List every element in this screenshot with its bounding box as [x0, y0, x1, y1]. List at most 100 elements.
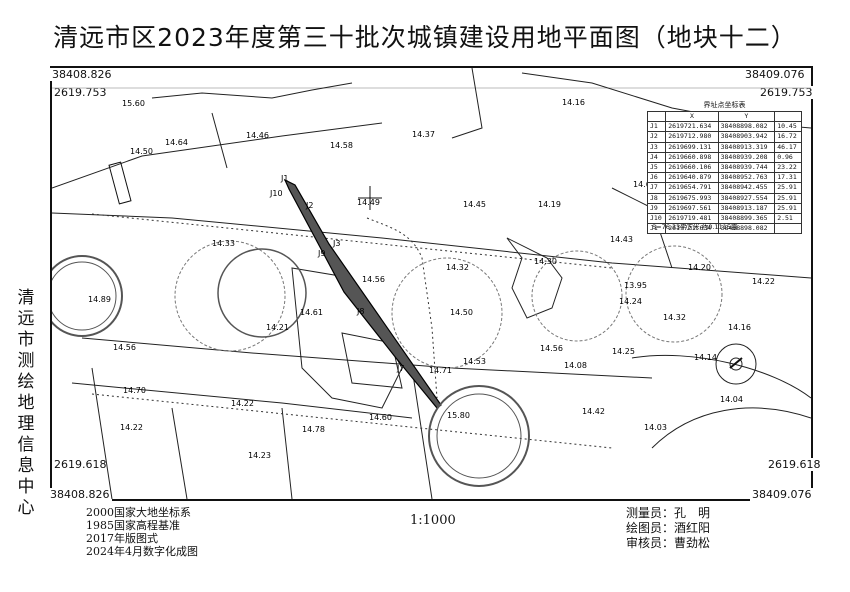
area-summary: S=76.33平方米 约0.1115亩	[652, 223, 738, 231]
table-cell: 38408942.455	[717, 182, 776, 194]
elevation-label: 14.30	[534, 257, 557, 266]
table-cell: 10.45	[774, 121, 802, 133]
table-cell: 16.72	[774, 131, 802, 143]
roundabout	[715, 343, 757, 385]
corner-tr-y: 2619.753	[758, 86, 815, 99]
table-cell: 2619654.791	[665, 182, 719, 194]
elevation-label: 14.19	[538, 200, 561, 209]
table-cell: 46.17	[774, 141, 802, 153]
table-cell: J2	[646, 131, 667, 143]
table-cell: J7	[646, 182, 667, 194]
staff-role: 绘图员：	[626, 521, 675, 535]
elevation-label: 14.45	[463, 200, 486, 209]
table-cell: 38408913.319	[717, 141, 776, 153]
point-label: J1	[280, 174, 288, 183]
elevation-label: 14.56	[362, 275, 385, 284]
point-labels: J1 J10 J2 J3 J9 J8 J7	[269, 174, 404, 373]
table-cell: 2619675.993	[665, 192, 719, 204]
table-cell: 38408927.554	[717, 192, 776, 204]
point-label: J2	[305, 201, 313, 210]
elevation-label: 14.16	[562, 98, 585, 107]
elevation-label: 14.63	[633, 180, 656, 189]
table-cell: 38408913.187	[717, 202, 776, 214]
table-header	[774, 110, 802, 123]
staff-name: 酒红阳	[674, 521, 711, 535]
compass-arrow-icon	[729, 357, 743, 369]
elevation-label: 14.37	[412, 130, 435, 139]
elevation-label: 14.22	[231, 399, 254, 408]
table-cell: 0.96	[774, 151, 802, 163]
map-scale: 1:1000	[410, 513, 456, 528]
note-line: 2000国家大地坐标系	[86, 506, 191, 519]
elevation-label: 14.16	[728, 323, 751, 332]
corner-br-y: 2619.618	[766, 458, 823, 471]
elevation-label: 15.80	[447, 411, 470, 420]
table-cell: 38408939.208	[717, 151, 776, 163]
staff-role: 测量员：	[626, 506, 675, 520]
table-cell: J4	[646, 151, 667, 163]
elevation-label: 14.21	[266, 323, 289, 332]
note-line: 2024年4月数字化成图	[86, 545, 198, 558]
staff-list: 测量员：孔 明 绘图员：酒红阳 审核员：曹劲松	[626, 506, 710, 551]
seal-stamps	[52, 248, 530, 487]
elevation-label: 14.14	[694, 353, 717, 362]
elevation-label: 15.60	[122, 99, 145, 108]
table-cell: 2619699.131	[665, 141, 719, 153]
elevation-label: 14.43	[610, 235, 633, 244]
note-line: 1985国家高程基准	[86, 519, 180, 532]
table-cell: 25.91	[774, 182, 802, 194]
point-label: J9	[317, 249, 325, 258]
table-header	[646, 110, 667, 123]
table-cell: J8	[646, 192, 667, 204]
table-cell: 38408952.763	[717, 172, 776, 184]
staff-name: 曹劲松	[674, 536, 711, 550]
corner-bl-x: 38408.826	[48, 488, 112, 501]
elevation-label: 14.61	[300, 308, 323, 317]
table-header-row: X Y	[646, 110, 802, 123]
elevation-label: 14.23	[248, 451, 271, 460]
table-cell: 25.91	[774, 202, 802, 214]
elevation-label: 14.04	[720, 395, 743, 404]
table-cell: J3	[646, 141, 667, 153]
table-cell: J1	[646, 121, 667, 133]
table-cell: J5	[646, 161, 667, 174]
elevation-label: 14.08	[564, 361, 587, 370]
corner-tl-y: 2619.753	[52, 86, 109, 99]
point-label: J7	[396, 364, 404, 373]
point-label: J8	[356, 307, 364, 316]
table-cell: J6	[646, 172, 667, 184]
table-cell: 2619640.879	[665, 172, 719, 184]
table-cell: 38408903.942	[717, 131, 776, 143]
vegetation-circles	[174, 240, 723, 369]
survey-lines	[91, 213, 613, 449]
elevation-label: 14.46	[246, 131, 269, 140]
elevation-label: 14.33	[212, 239, 235, 248]
table-cell: 2619697.561	[665, 202, 719, 214]
corner-bl-y: 2619.618	[52, 458, 109, 471]
elevation-label: 14.60	[369, 413, 392, 422]
point-label: J3	[332, 239, 340, 248]
elevation-label: 13.95	[624, 281, 647, 290]
elevation-label: 14.50	[450, 308, 473, 317]
point-label: J10	[269, 189, 283, 198]
corner-tr-x: 38409.076	[743, 68, 807, 81]
elevation-label: 14.32	[446, 263, 469, 272]
map-notes: 2000国家大地坐标系 1985国家高程基准 2017年版图式 2024年4月数…	[86, 506, 198, 558]
staff-role: 审核员：	[626, 536, 675, 550]
table-cell: 2619712.980	[665, 131, 719, 143]
table-cell: 2619721.634	[665, 121, 719, 133]
table-cell: 2619721.634	[665, 223, 719, 235]
corner-tl-x: 38408.826	[50, 68, 114, 81]
map-frame	[50, 66, 813, 501]
table-cell: 38408898.082	[717, 121, 776, 133]
staff-name: 孔 明	[674, 506, 711, 520]
